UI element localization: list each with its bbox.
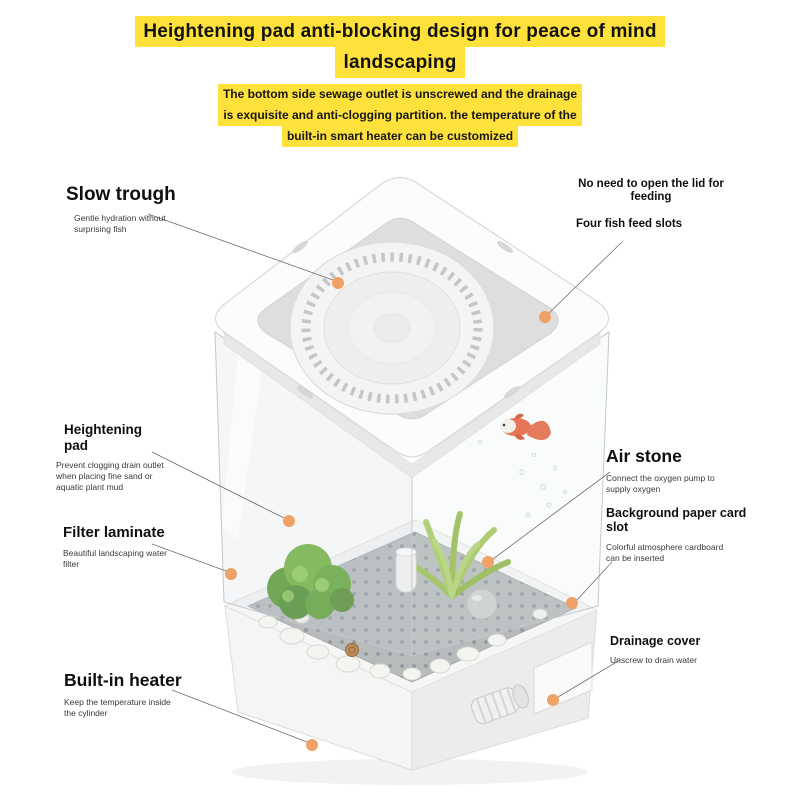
ornament-ball [466,588,498,620]
callout-dot [225,568,237,580]
callout-dots [225,277,578,751]
callout-dot [566,597,578,609]
leader-feeding [548,241,623,314]
leader-air-stone [492,471,611,560]
callout-dot [332,277,344,289]
callout-dot [283,515,295,527]
leader-filter-laminate [151,543,227,572]
fish-betta [500,413,551,441]
callout-dot [547,694,559,706]
callout-dot [482,556,494,568]
plant-bush [267,544,354,619]
callout-lines [147,213,623,743]
snail-shell [345,643,359,657]
leader-heightening-pad [151,451,285,519]
leader-background-card [576,561,613,601]
white-stones [258,608,548,681]
ornament-tube [395,547,417,593]
drainage-knob [470,641,593,725]
bubbles [478,440,567,518]
feeder-dial [289,241,495,415]
lid [214,176,610,479]
base-shadow [232,759,588,785]
leader-built-in-heater [171,689,308,743]
leader-slow-trough [147,213,334,281]
glass-tank [214,331,610,657]
callout-dot [539,311,551,323]
callout-dot [306,739,318,751]
leader-drainage-cover [557,659,621,698]
feed-slots [292,240,520,398]
